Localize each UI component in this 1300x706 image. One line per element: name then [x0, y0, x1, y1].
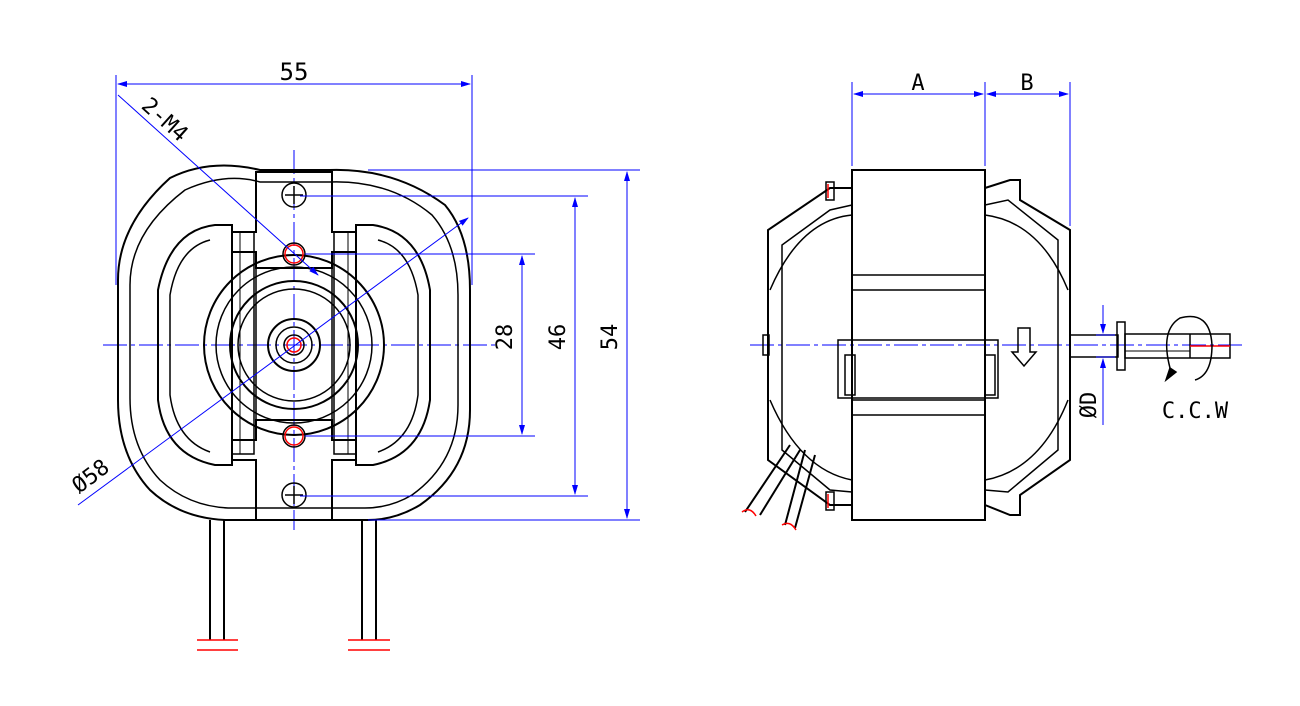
diameter-label: Ø58	[68, 455, 115, 499]
offset-dimension-label: B	[1020, 71, 1033, 96]
side-view: A B ØD C.C.W	[741, 71, 1245, 531]
overall-height-label: 54	[598, 324, 623, 351]
rotation-arrow-icon	[1164, 315, 1213, 383]
rotation-direction-label: C.C.W	[1162, 399, 1229, 424]
shaft-diameter-label: ØD	[1077, 392, 1102, 419]
mounting-hole-icon	[282, 242, 306, 448]
mounting-bracket	[231, 171, 357, 521]
screw-callout-label: 2-M4	[136, 93, 192, 147]
side-dimensions	[851, 82, 1115, 425]
side-housing	[762, 169, 1071, 521]
direction-arrow-icon	[1010, 327, 1038, 368]
bracket-height-label: 46	[546, 324, 571, 351]
screw-icon	[281, 182, 307, 508]
stack-dimension-label: A	[911, 71, 924, 96]
motor-shaft	[1069, 321, 1231, 371]
front-dimensions	[77, 75, 640, 521]
front-view: 55 2-M4 28 46 54 Ø58	[68, 58, 640, 651]
rotor-rings	[203, 254, 385, 436]
side-wire-end-icon	[741, 509, 797, 531]
lead-wires	[209, 520, 377, 640]
width-dimension-label: 55	[280, 58, 309, 86]
hole-spacing-label: 28	[493, 324, 518, 351]
wire-end-icon	[197, 639, 390, 651]
side-lead-wires	[744, 444, 816, 529]
